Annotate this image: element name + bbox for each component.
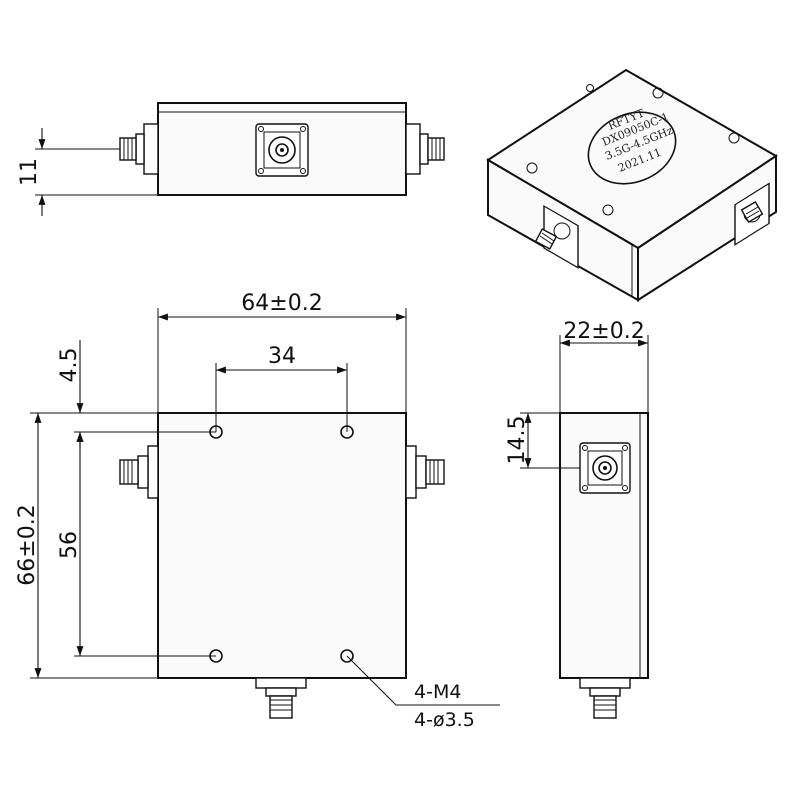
iso-connector-1-icon xyxy=(534,204,579,269)
end-view: 22±0.2 14.5 xyxy=(505,319,649,719)
isometric-view: RFTYT DX09050C-1 3.5G-4.5GHz 2021.11 xyxy=(486,68,778,302)
top-view: 64±0.2 34 4.5 56 66±0.2 4-M4 4-ø3.5 xyxy=(15,291,500,731)
end-view-connector-icon xyxy=(579,442,631,494)
dim-width: 64±0.2 xyxy=(241,291,322,316)
top-view-left-connector-icon xyxy=(119,445,159,499)
dim-depth: 22±0.2 xyxy=(563,319,644,344)
top-view-right-connector-icon xyxy=(405,445,445,499)
side-view: 11 xyxy=(17,102,445,216)
front-connector-icon xyxy=(255,123,309,177)
dim-top-edge-offset: 4.5 xyxy=(57,348,82,383)
end-view-bottom-connector-icon xyxy=(579,677,631,719)
dim-hole-spacing-y: 56 xyxy=(57,531,82,559)
dim-port-height: 14.5 xyxy=(505,416,530,465)
top-view-bottom-connector-icon xyxy=(255,677,307,719)
right-connector-icon xyxy=(405,123,445,175)
dim-port-offset-side: 11 xyxy=(17,158,42,186)
left-connector-icon xyxy=(119,123,159,175)
dim-height: 66±0.2 xyxy=(15,504,40,585)
note-thread: 4-M4 xyxy=(414,681,461,703)
iso-connector-2-icon xyxy=(734,182,770,246)
dim-hole-spacing-x: 34 xyxy=(268,344,296,369)
note-hole-diameter: 4-ø3.5 xyxy=(414,709,475,731)
